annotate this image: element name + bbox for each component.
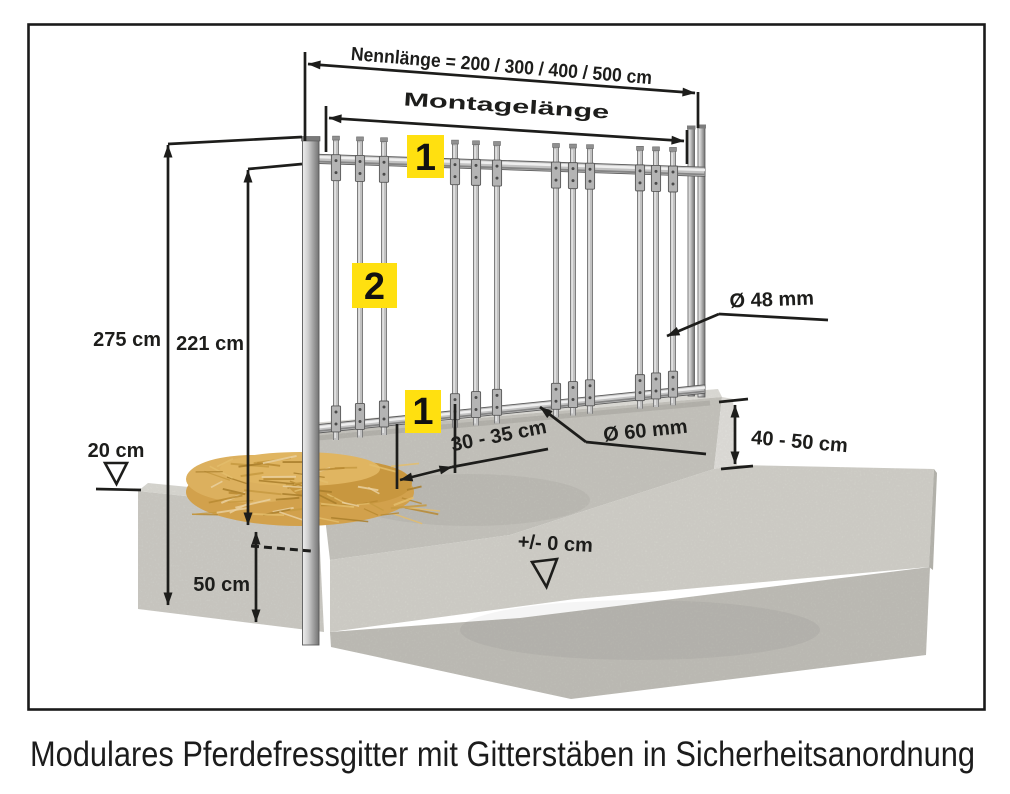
top-clamp: [330, 154, 342, 182]
top-clamp: [470, 158, 482, 186]
grid-bar: [470, 140, 482, 426]
marker-bottom-rail-number: 1: [412, 391, 433, 433]
bottom-clamp: [330, 405, 342, 433]
marker-bottom-rail: 1: [405, 390, 441, 433]
bar-cap: [552, 143, 560, 148]
ground-level-dashed-line: [250, 544, 312, 553]
bar-diameter-pointer: [666, 312, 720, 338]
grid-bar: [667, 147, 679, 406]
marker-grid-bar: 2: [352, 263, 397, 308]
straw-level-triangle-icon: [102, 461, 130, 487]
grid-bar: [330, 135, 342, 440]
floor-level-label: +/- 0 cm: [517, 531, 593, 557]
post-cap: [697, 124, 706, 129]
grid-bar: [584, 144, 596, 414]
top-clamp: [550, 161, 562, 189]
floor-level-triangle-icon: [529, 557, 559, 591]
part-markers: 1 2 1: [352, 135, 444, 433]
montagelaenge-arrow: [328, 114, 685, 145]
bottom-clamp: [634, 374, 646, 402]
post-depth-label: 50 cm: [193, 574, 250, 596]
bottom-clamp: [491, 388, 503, 416]
bottom-clamp: [650, 372, 662, 400]
bottom-clamp: [378, 400, 390, 428]
straw-level-line: [95, 487, 142, 492]
bar-cap: [636, 146, 644, 151]
bar-cap: [451, 139, 459, 145]
bar-cap: [493, 141, 501, 146]
rail-diameter-underline: [585, 440, 707, 456]
straw-level-label: 20 cm: [88, 440, 145, 462]
height-221-label: 221 cm: [176, 333, 244, 355]
plinth-height-tick-bottom: [720, 464, 754, 471]
grid-bar: [491, 141, 503, 424]
concrete-shade-1: [460, 600, 820, 660]
bottom-clamp: [470, 391, 482, 418]
top-clamp: [634, 164, 646, 192]
grid-bar: [449, 139, 461, 428]
bar-diameter-label: Ø 48 mm: [729, 288, 814, 313]
grid-bar: [550, 143, 562, 418]
rail-diameter-pointer: [539, 405, 587, 444]
top-clamp: [378, 155, 390, 183]
bottom-clamp: [567, 381, 579, 408]
plinth-height-tick-top: [718, 397, 749, 404]
height-275-label: 275 cm: [93, 329, 161, 351]
bar-cap: [652, 146, 660, 152]
top-clamp: [584, 162, 596, 190]
bar-cap: [569, 143, 577, 149]
bottom-clamp: [584, 379, 596, 407]
bar-cap: [669, 147, 677, 152]
left-main-post: [301, 136, 321, 646]
bar-diameter-underline: [718, 312, 829, 322]
bottom-clamp: [550, 382, 562, 410]
marker-top-rail: 1: [407, 135, 444, 179]
bar-cap: [332, 135, 340, 141]
bar-cap: [356, 136, 364, 142]
grid-bar: [567, 143, 579, 416]
grid-bar: [650, 146, 662, 407]
top-clamp: [491, 159, 503, 187]
top-clamp: [650, 164, 662, 192]
marker-grid-bar-number: 2: [364, 266, 385, 308]
bar-spacing-leader: [451, 447, 549, 469]
height-275-connector: [167, 135, 303, 146]
figure-caption: Modulares Pferdefressgitter mit Gitterst…: [30, 735, 975, 774]
post-cap: [301, 136, 321, 142]
post-cap: [687, 125, 696, 130]
marker-top-rail-number: 1: [415, 137, 436, 179]
bottom-clamp: [667, 370, 679, 398]
height-221-connector: [247, 162, 303, 171]
top-clamp: [667, 165, 679, 193]
bar-spacing-arrow: [399, 465, 453, 482]
top-clamp: [354, 155, 366, 182]
top-clamp: [449, 158, 461, 186]
bar-cap: [380, 137, 388, 142]
bar-cap: [586, 144, 594, 149]
right-end-posts: [687, 124, 706, 398]
grid-bar: [634, 146, 646, 409]
top-clamp: [567, 162, 579, 190]
nennlaenge-arrow: [307, 60, 696, 97]
bottom-clamp: [354, 403, 366, 430]
grid-bar: [354, 136, 366, 438]
bar-cap: [472, 140, 480, 146]
